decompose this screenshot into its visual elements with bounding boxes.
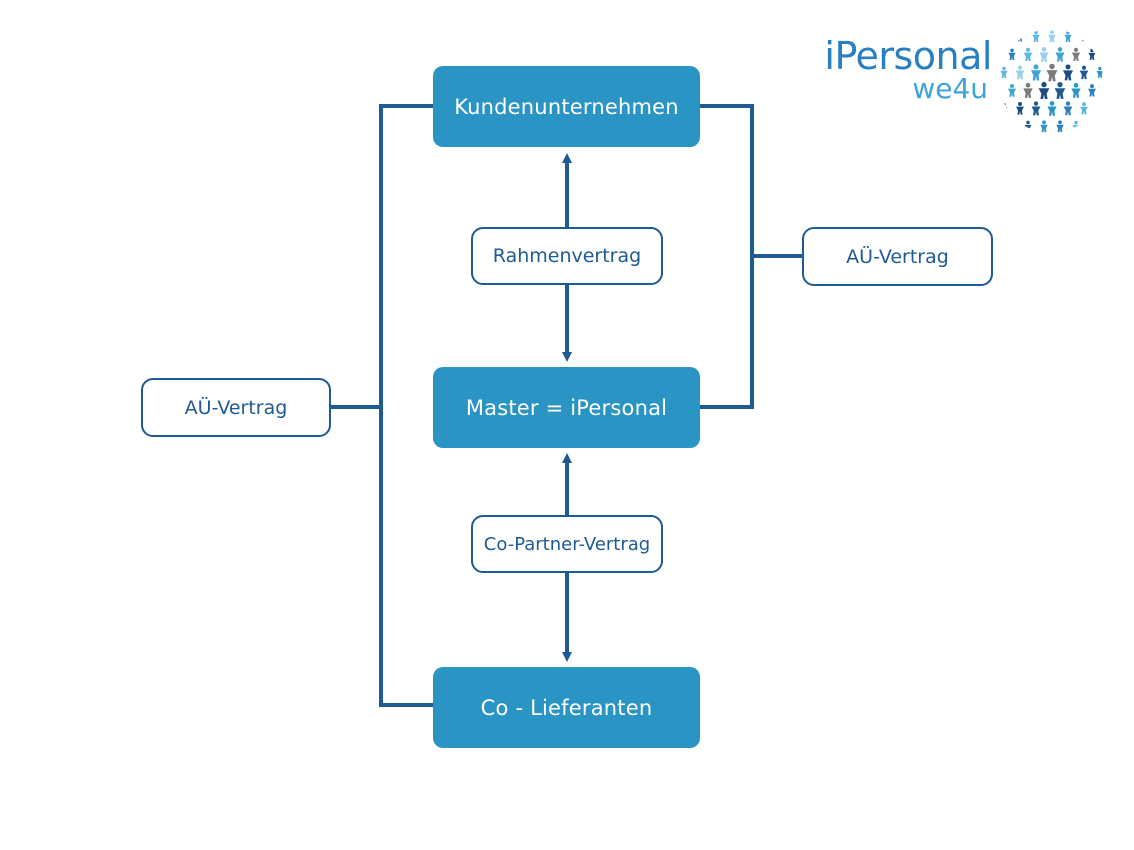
node-master: Master = iPersonal — [433, 367, 700, 448]
node-co-lieferanten: Co - Lieferanten — [433, 667, 700, 748]
node-kundenunternehmen-label: Kundenunternehmen — [454, 94, 679, 119]
left-bracket-line — [379, 104, 433, 707]
contract-aue-right-label: AÜ-Vertrag — [846, 245, 949, 268]
contract-co-partner-label: Co-Partner-Vertrag — [483, 533, 651, 555]
contract-aue-left: AÜ-Vertrag — [141, 378, 331, 437]
logo: iPersonal we4u — [812, 34, 992, 105]
contract-rahmenvertrag: Rahmenvertrag — [471, 227, 663, 285]
node-kundenunternehmen: Kundenunternehmen — [433, 66, 700, 147]
node-co-lieferanten-label: Co - Lieferanten — [480, 695, 653, 720]
contract-co-partner: Co-Partner-Vertrag — [471, 515, 663, 573]
globe-people-icon — [1000, 30, 1103, 133]
node-master-label: Master = iPersonal — [465, 395, 668, 420]
contract-rahmenvertrag-label: Rahmenvertrag — [492, 245, 642, 267]
brand-tagline: we4u — [912, 72, 988, 105]
brand-name: iPersonal — [824, 34, 992, 78]
right-bracket-line — [700, 104, 754, 409]
contract-aue-right: AÜ-Vertrag — [802, 227, 993, 286]
contract-aue-left-label: AÜ-Vertrag — [184, 396, 288, 419]
